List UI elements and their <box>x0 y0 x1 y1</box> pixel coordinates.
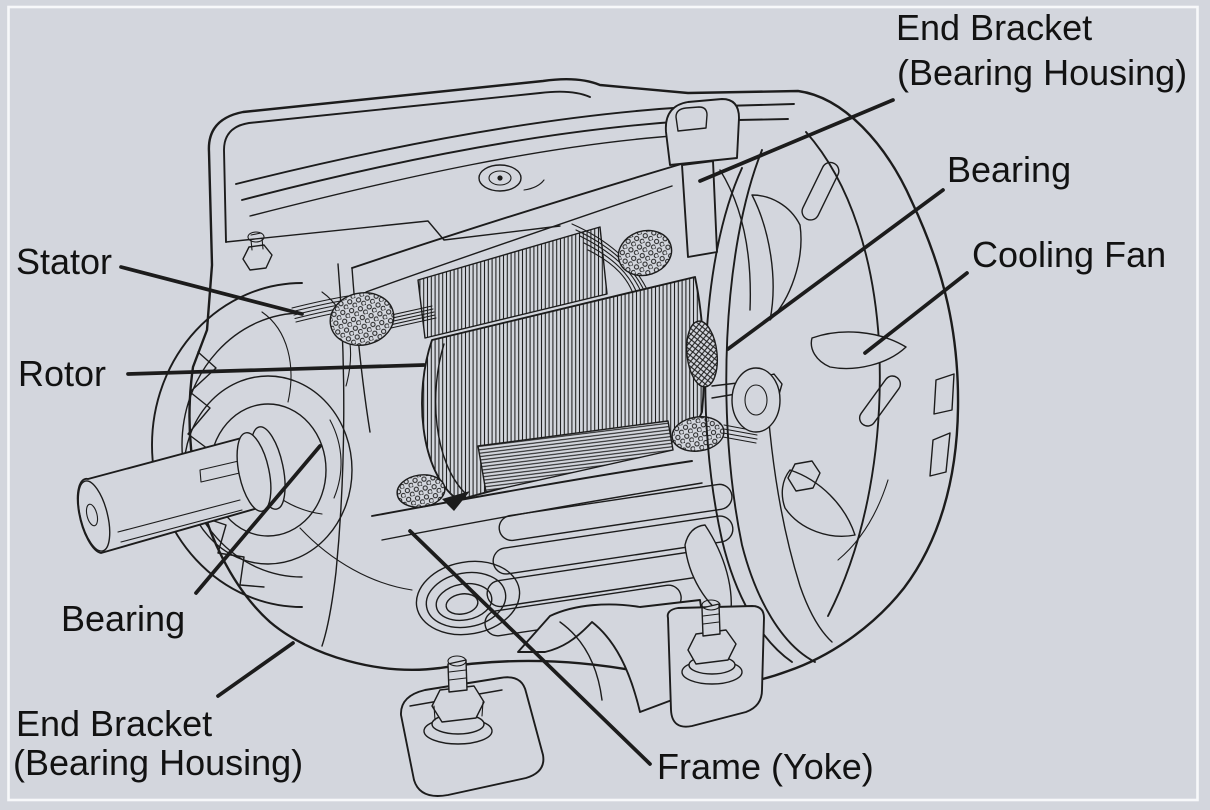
shaft-keyway <box>117 499 243 543</box>
motor-illustration <box>76 78 960 797</box>
top-cover-rib <box>241 118 789 201</box>
coil-wire-ends <box>617 229 673 277</box>
grease-cap <box>478 164 545 192</box>
label-frame-yoke: Frame (Yoke) <box>657 746 874 787</box>
top-cover-rib <box>235 103 795 185</box>
cooling-fan-assembly <box>684 194 907 621</box>
coil-wire-ends <box>671 416 725 452</box>
terminal-box-bottom-edge <box>225 220 561 243</box>
housing-notch <box>929 432 951 477</box>
right-bearing-ring <box>685 320 719 388</box>
rotor-end-arc <box>434 343 467 495</box>
terminal-box-cover <box>223 90 591 243</box>
leader-end-bracket-left <box>216 641 295 698</box>
housing-vent-slot <box>801 161 840 221</box>
inner-border-rule <box>7 5 1199 802</box>
motor-shaft <box>76 426 286 554</box>
label-rotor: Rotor <box>18 353 106 394</box>
frame-bolt-small <box>242 231 273 271</box>
fan-blade-lower-right <box>781 469 856 537</box>
stator-coil-upper-left <box>291 292 437 346</box>
label-bearing-left: Bearing <box>61 598 185 639</box>
fan-blade-top <box>751 194 802 321</box>
shroud-rim-outer <box>725 149 816 663</box>
bolt-hex-nut <box>431 685 485 723</box>
leader-cooling-fan <box>863 271 969 355</box>
label-end-bracket-right-line1: End Bracket <box>896 7 1092 48</box>
stator-coil-upper-right <box>571 223 673 309</box>
leader-lines <box>119 98 969 766</box>
leader-frame-yoke <box>408 529 652 766</box>
bolt-stud-top <box>701 599 721 611</box>
frame-underside-line <box>365 185 673 293</box>
part-labels: Stator Rotor Bearing End Bracket (Bearin… <box>13 7 1187 787</box>
shaft-collar <box>236 432 272 512</box>
frame-lower-cut-edge <box>371 460 693 517</box>
right-mounting-foot <box>666 599 765 728</box>
right-end-bracket-top <box>664 98 751 311</box>
left-mounting-foot <box>400 655 545 797</box>
label-end-bracket-left-line1: End Bracket <box>16 703 212 744</box>
bolt-stud-top <box>447 655 467 667</box>
frame-pedestal <box>517 599 707 713</box>
leader-bearing-right <box>726 188 945 351</box>
fan-hub-bore <box>744 384 768 416</box>
frame-hex-bolt <box>787 460 821 492</box>
label-end-bracket-right-line2: (Bearing Housing) <box>897 52 1187 93</box>
label-end-bracket-left-line2: (Bearing Housing) <box>13 742 303 783</box>
stator-coil-lower-center <box>671 416 758 452</box>
lower-stator-laminations <box>477 420 674 493</box>
fan-blade-bottom <box>684 524 732 621</box>
frame-underside-line <box>351 161 689 269</box>
frame-cut-face <box>765 381 833 643</box>
housing-notch <box>933 373 955 415</box>
bracket-column <box>681 160 718 258</box>
leader-rotor <box>126 363 426 376</box>
bolt-hex-nut <box>687 629 737 665</box>
housing-vent-slot <box>858 375 902 427</box>
stator-laminations <box>417 226 608 339</box>
leader-bearing-left <box>194 444 322 595</box>
label-cooling-fan: Cooling Fan <box>972 234 1166 275</box>
leader-stator <box>119 265 304 316</box>
leader-end-bracket-right <box>698 98 895 183</box>
top-cover-rib <box>249 134 687 217</box>
shaft-center-hole <box>85 503 99 527</box>
bolt-stud <box>701 603 721 637</box>
label-bearing-right: Bearing <box>947 149 1071 190</box>
cutaway-left-edge <box>351 267 371 433</box>
coil-wire-ends <box>329 292 395 346</box>
label-stator: Stator <box>16 241 112 282</box>
bolt-stud <box>447 659 468 693</box>
fan-hub <box>731 367 781 433</box>
housing-shading-line <box>837 479 889 561</box>
shaft-end-face <box>77 480 111 552</box>
